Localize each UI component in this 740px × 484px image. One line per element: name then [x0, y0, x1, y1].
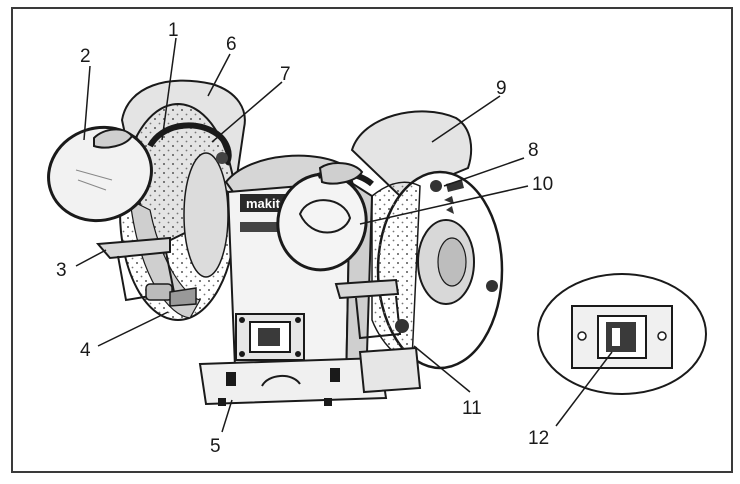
- eye-shield-clamp-left: [93, 128, 134, 149]
- eye-shield-bracket-left: [147, 122, 232, 166]
- callout-9: 9: [496, 78, 507, 99]
- leader-5: [221, 399, 233, 433]
- callout-6: 6: [226, 34, 237, 55]
- leader-1: [161, 37, 177, 141]
- leader-12: [555, 351, 613, 427]
- tool-rest-adjuster-left: [145, 283, 173, 301]
- right-grinding-wheel: [371, 181, 421, 361]
- callout-11: 11: [462, 398, 482, 419]
- leader-6: [207, 53, 231, 97]
- callout-5: 5: [210, 436, 221, 457]
- leader-8: [443, 157, 525, 187]
- spark-deflector-screw: [430, 180, 442, 192]
- left-eye-shield: [47, 125, 153, 223]
- callout-10: 10: [532, 174, 553, 195]
- leader-9: [431, 95, 501, 143]
- eye-shield-clamp-right: [318, 162, 364, 185]
- power-switch[interactable]: [258, 328, 280, 346]
- left-wheel-flange: [183, 152, 229, 278]
- callout-2: 2: [80, 46, 91, 67]
- right-wheel-assembly: [276, 110, 504, 394]
- outer-frame: [11, 7, 733, 473]
- right-tool-rest: [334, 278, 400, 300]
- callout-12: 12: [528, 428, 549, 449]
- switch-detail-inset: [537, 273, 707, 395]
- callout-4: 4: [80, 340, 91, 361]
- leader-2: [83, 65, 91, 141]
- left-wheel-assembly: [47, 79, 246, 321]
- callout-3: 3: [56, 260, 67, 281]
- callout-7: 7: [280, 64, 291, 85]
- callout-labels: 1 2 3 4 5 6 7 8 9 10 11 12: [56, 20, 553, 457]
- brand-text: makita: [246, 196, 288, 211]
- leader-10: [359, 185, 529, 225]
- inset-power-switch[interactable]: [606, 322, 636, 352]
- callout-8: 8: [528, 140, 539, 161]
- tool-rest-screw-right: [395, 319, 409, 333]
- leader-11: [413, 345, 471, 393]
- left-tool-rest: [95, 236, 171, 260]
- callout-1: 1: [168, 20, 179, 41]
- bracket-knob-left: [216, 152, 228, 164]
- leader-7: [211, 81, 283, 143]
- cover-screw: [486, 280, 498, 292]
- leader-lines: [75, 37, 613, 433]
- leader-4: [97, 311, 169, 347]
- leader-3: [75, 249, 107, 267]
